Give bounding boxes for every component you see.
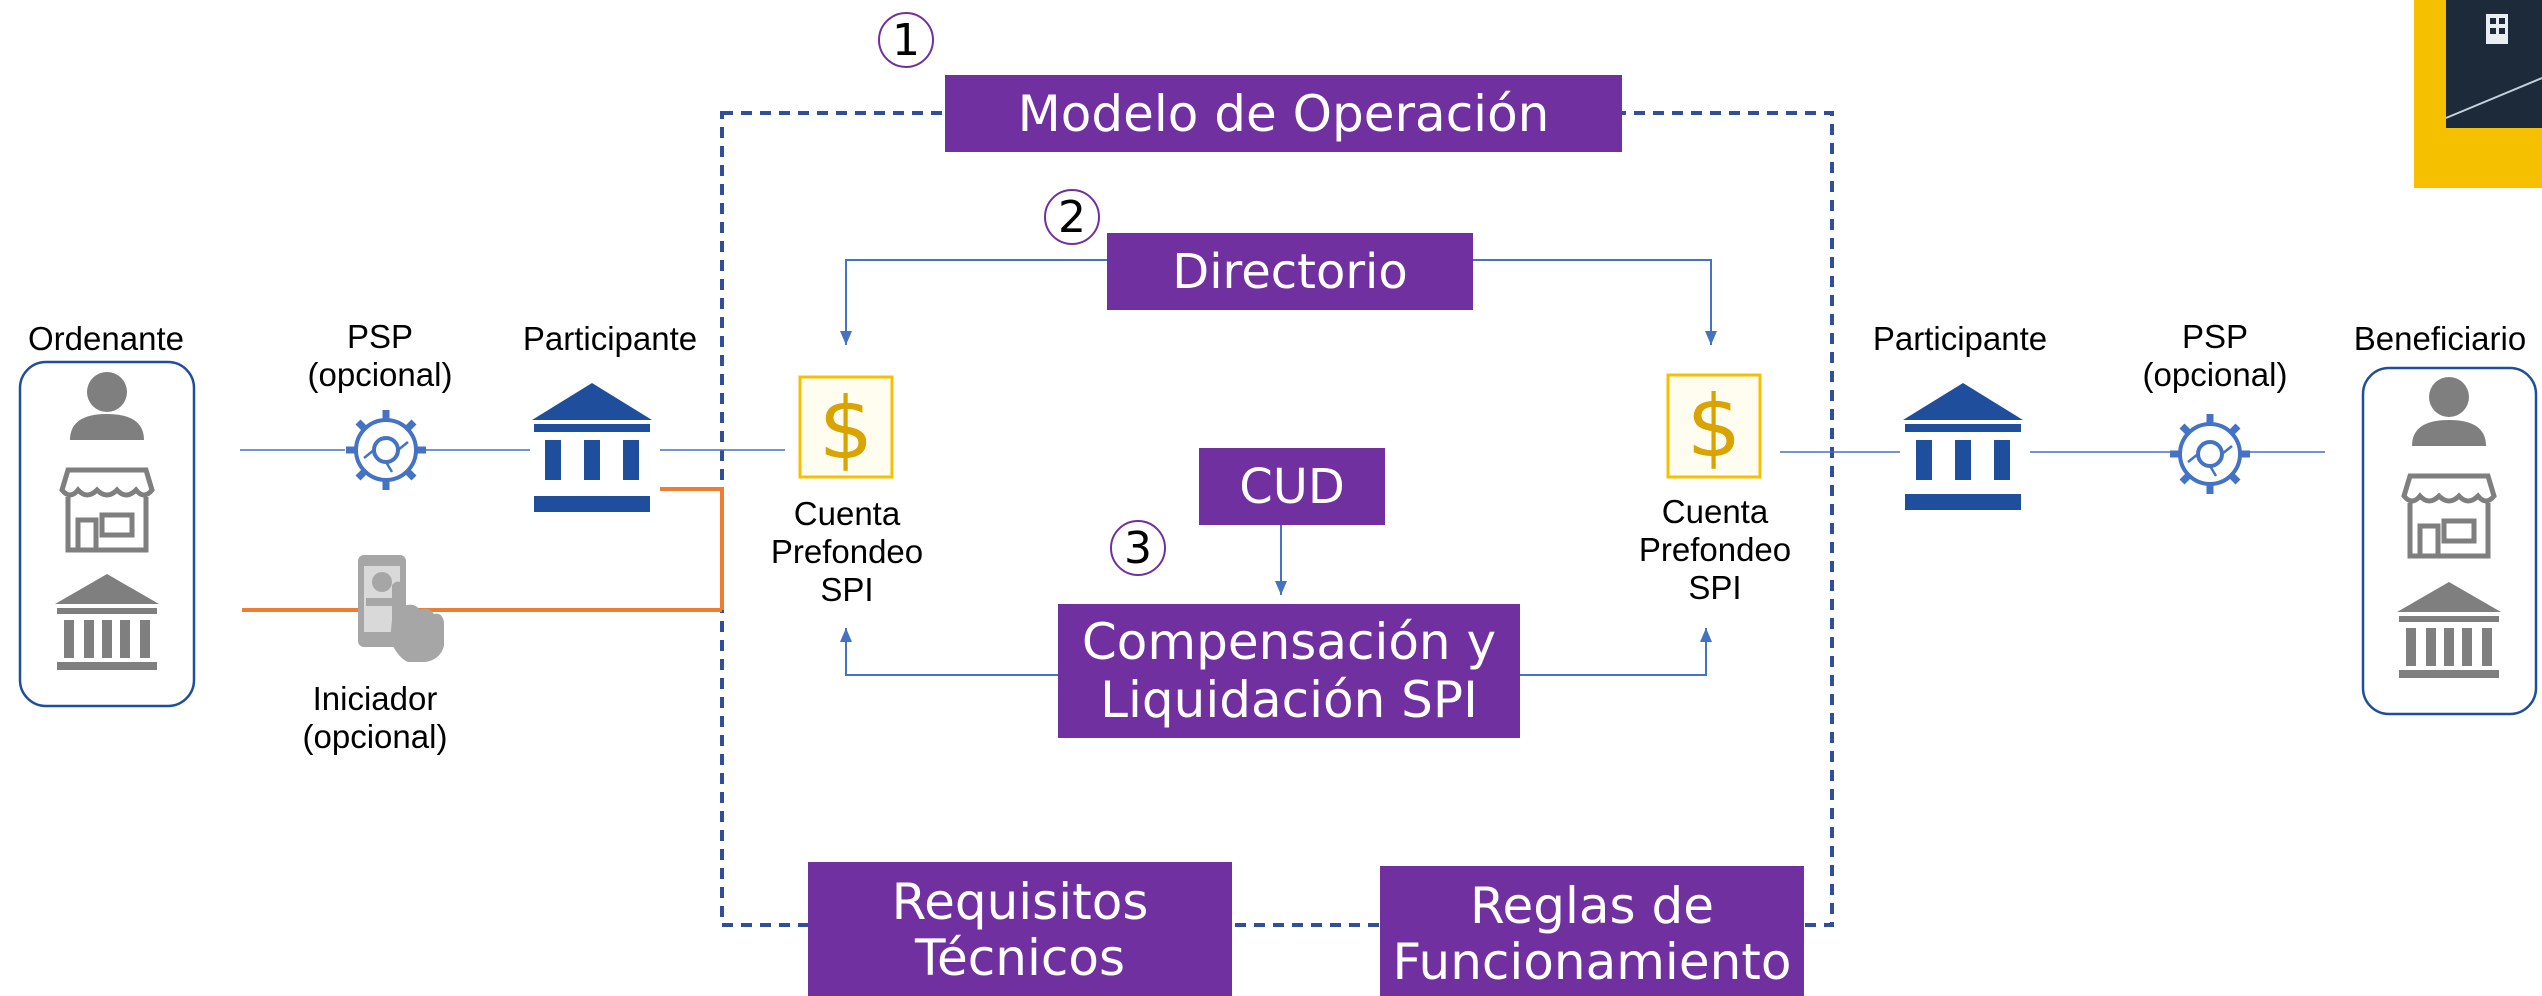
bank-icon xyxy=(1903,383,2023,510)
bank-icon xyxy=(532,383,652,512)
directorio-box: Directorio xyxy=(1107,233,1473,310)
cud-label: CUD xyxy=(1239,458,1345,515)
cuenta-right-line3: SPI xyxy=(1688,569,1742,606)
person-icon xyxy=(70,372,144,440)
person-icon xyxy=(2412,377,2486,446)
store-icon xyxy=(2401,473,2497,559)
cuenta-prefondeo-right-label: Cuenta Prefondeo SPI xyxy=(1620,493,1810,607)
dollar-account-icon: $ xyxy=(1666,373,1762,479)
step-number-1: 1 xyxy=(878,12,934,68)
gear-network-icon xyxy=(346,410,426,490)
cuenta-right-line1: Cuenta xyxy=(1661,493,1769,530)
compensacion-label-line2: Liquidación SPI xyxy=(1100,671,1478,729)
cuenta-right-line2: Prefondeo xyxy=(1638,531,1792,568)
cuenta-left-line3: SPI xyxy=(820,571,874,608)
psp-right-line1: PSP xyxy=(2181,318,2249,355)
iniciador-line2: (opcional) xyxy=(302,718,448,755)
currency-symbol: $ xyxy=(1687,377,1742,477)
page-title: Modelo de Operación xyxy=(1017,84,1550,143)
participante-right-label: Participante xyxy=(1872,320,2048,357)
psp-right-label: PSP (opcional) xyxy=(2125,318,2305,394)
store-icon xyxy=(59,467,155,553)
reglas-label-line2: Funcionamiento xyxy=(1392,933,1792,991)
ordenante-label: Ordenante xyxy=(28,320,184,357)
requisitos-label-line2: Técnicos xyxy=(914,929,1125,987)
psp-left-line1: PSP xyxy=(346,318,414,355)
reglas-box: Reglas de Funcionamiento xyxy=(1380,866,1804,996)
iniciador-flow-lines xyxy=(242,487,724,612)
compensacion-connectors xyxy=(840,628,1712,676)
gear-network-icon xyxy=(2170,414,2250,494)
modelo-operacion-box: Modelo de Operación xyxy=(945,75,1622,152)
iniciador-line1: Iniciador xyxy=(312,680,438,717)
phone-pay-icon xyxy=(358,555,444,662)
participante-left-label: Participante xyxy=(522,320,698,357)
corner-logo-icon xyxy=(2414,0,2542,188)
beneficiario-frame xyxy=(2361,366,2538,716)
requisitos-label-line1: Requisitos xyxy=(891,873,1149,931)
reglas-label-line1: Reglas de xyxy=(1470,877,1714,935)
psp-left-line2: (opcional) xyxy=(307,356,453,393)
dollar-account-icon: $ xyxy=(798,375,894,479)
step-number-2: 2 xyxy=(1044,189,1100,245)
psp-left-label: PSP (opcional) xyxy=(290,318,470,394)
iniciador-label: Iniciador (opcional) xyxy=(285,680,465,756)
step-number-3: 3 xyxy=(1110,520,1166,576)
compensacion-box: Compensación y Liquidación SPI xyxy=(1058,604,1520,738)
directorio-connectors xyxy=(840,259,1717,345)
psp-right-line2: (opcional) xyxy=(2142,356,2288,393)
requisitos-box: Requisitos Técnicos xyxy=(808,862,1232,996)
bank-icon xyxy=(2397,582,2501,678)
cud-box: CUD xyxy=(1199,448,1385,525)
cuenta-left-line2: Prefondeo xyxy=(770,533,924,570)
directorio-label: Directorio xyxy=(1172,243,1408,300)
bank-icon xyxy=(55,574,159,670)
compensacion-label-line1: Compensación y xyxy=(1081,613,1497,671)
beneficiario-label: Beneficiario xyxy=(2353,320,2527,357)
ordenante-frame xyxy=(18,360,196,708)
cuenta-left-line1: Cuenta xyxy=(793,495,901,532)
currency-symbol: $ xyxy=(819,379,874,479)
cuenta-prefondeo-left-label: Cuenta Prefondeo SPI xyxy=(752,495,942,609)
